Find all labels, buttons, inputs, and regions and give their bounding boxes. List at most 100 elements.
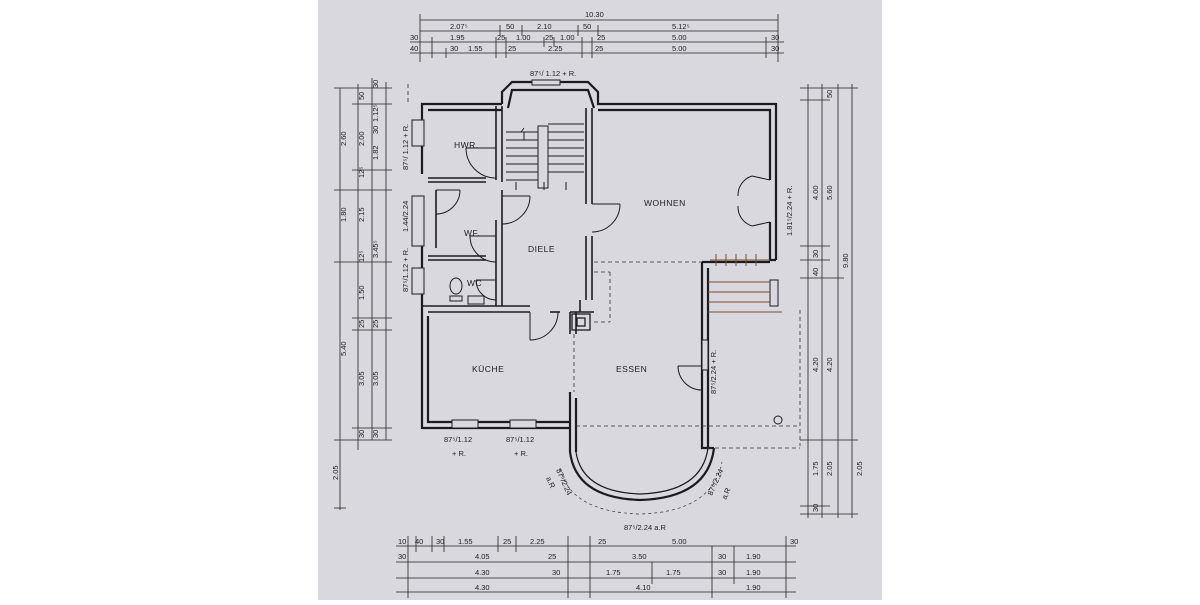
dim-top: 2.25	[548, 44, 563, 53]
dim-top: 1.95	[450, 33, 465, 42]
room-label-hwr: HWR.	[454, 140, 479, 150]
dim-bottom: 30	[718, 552, 726, 561]
dim-right: 30	[811, 504, 820, 512]
dim-left: 3.05	[371, 371, 380, 386]
dim-bottom: 4.10	[636, 583, 651, 592]
room-label-wohnen: WOHNEN	[644, 198, 686, 208]
dim-left: 3.05	[357, 371, 366, 386]
dim-top: 40	[410, 44, 418, 53]
dim-left: 30	[371, 80, 380, 88]
dim-top: 2.10	[537, 22, 552, 31]
dim-left: 30	[371, 430, 380, 438]
dim-left: 1.50	[357, 285, 366, 300]
dim-bottom: 30	[436, 537, 444, 546]
windows	[411, 79, 779, 429]
window-label-bay-left-b: a.R	[544, 475, 557, 490]
room-label-diele: DIELE	[528, 244, 555, 254]
chimney	[571, 313, 591, 331]
dim-left: 5.40	[339, 341, 348, 356]
dim-bottom: 1.75	[606, 568, 621, 577]
dim-bottom: 30	[718, 568, 726, 577]
dim-top: 25	[597, 33, 605, 42]
dim-right: 4.20	[825, 357, 834, 372]
dim-bottom: 4.30	[475, 583, 490, 592]
window-label-stair: 87⁵/ 1.12 + R.	[530, 69, 576, 78]
dim-right: 30	[811, 250, 820, 258]
dim-left: 30	[371, 126, 380, 134]
dim-left: 2.05	[331, 465, 340, 480]
dim-right: 50	[825, 90, 834, 98]
dashed-outlines	[407, 84, 801, 449]
dim-right: 2.05	[825, 461, 834, 476]
dim-right: 4.20	[811, 357, 820, 372]
dim-top: 25	[595, 44, 603, 53]
dim-left: 3.45⁵	[371, 240, 380, 258]
dim-top: 25	[508, 44, 516, 53]
dim-right: 9.80	[841, 253, 850, 268]
dim-top: 5.00	[672, 44, 687, 53]
dim-top: 1.55	[468, 44, 483, 53]
dim-left: 30	[357, 430, 366, 438]
staircase	[506, 123, 584, 190]
dim-right: 2.05	[855, 461, 864, 476]
dim-top: 50	[583, 22, 591, 31]
dim-top: 30	[771, 44, 779, 53]
dim-top: 1.00	[560, 33, 575, 42]
bottom-dimension-texts: 10 40 30 1.55 25 2.25 25 5.00 30 30 4.05…	[398, 537, 798, 592]
dim-top-total: 10.30	[585, 10, 604, 19]
dim-left: 1.12⁵	[371, 104, 380, 122]
dim-bottom: 30	[398, 552, 406, 561]
dim-bottom: 3.50	[632, 552, 647, 561]
window-label-hwr: 87⁵/ 1.12 + R.	[401, 124, 410, 170]
window-label-wc: 87⁵/1.12 + R.	[401, 248, 410, 292]
dim-top: 50	[506, 22, 514, 31]
dim-top: 30	[450, 44, 458, 53]
dim-bottom: 10	[398, 537, 406, 546]
top-dimension-chain	[410, 14, 784, 62]
window-label-bay-bottom: 87⁵/2.24 a.R	[624, 523, 666, 532]
window-label-essen: 87⁵/2.24 + R.	[709, 350, 718, 394]
interior-walls	[422, 106, 594, 334]
floor-plan: 10.30 2.07⁵ 50 2.10 50 5.12⁵ 30 1.95 25 …	[331, 10, 864, 598]
room-label-wc: WC	[467, 278, 482, 288]
room-labels: HWR. WF. WC DIELE WOHNEN KÜCHE ESSEN	[454, 140, 686, 374]
terrace-steps	[708, 254, 782, 313]
dim-right: 40	[811, 268, 820, 276]
right-dimension-texts: 50 4.00 30 40 4.20 1.75 30 5.60 4.20 2.0…	[811, 90, 864, 512]
dim-left: 50	[357, 92, 366, 100]
left-dimension-texts: 2.60 1.80 5.40 2.05 50 2.00 12⁵ 2.15 12⁵…	[331, 80, 380, 480]
dim-bottom: 30	[552, 568, 560, 577]
dim-left: 1.80	[339, 207, 348, 222]
dim-bottom: 1.55	[458, 537, 473, 546]
dim-left: 1.82	[371, 145, 380, 160]
window-label-wf: 1.44/2.24	[401, 201, 410, 232]
dim-bottom: 25	[548, 552, 556, 561]
dim-right: 1.75	[811, 461, 820, 476]
window-label-wohnen: 1.81⁵/2.24 + R.	[785, 186, 794, 236]
paper-sheet: 10.30 2.07⁵ 50 2.10 50 5.12⁵ 30 1.95 25 …	[318, 0, 882, 600]
dim-top: 25	[545, 33, 553, 42]
dim-left: 2.00	[357, 131, 366, 146]
dim-bottom: 40	[415, 537, 423, 546]
dim-left: 12⁵	[357, 167, 366, 178]
wc-fixtures	[449, 277, 485, 305]
dim-bottom: 25	[598, 537, 606, 546]
top-dimension-texts: 10.30 2.07⁵ 50 2.10 50 5.12⁵ 30 1.95 25 …	[410, 10, 779, 53]
dim-top: 5.00	[672, 33, 687, 42]
room-label-essen: ESSEN	[616, 364, 647, 374]
dim-bottom: 25	[503, 537, 511, 546]
dim-top: 2.07⁵	[450, 22, 468, 31]
dim-bottom: 1.75	[666, 568, 681, 577]
dim-left: 2.15	[357, 207, 366, 222]
dim-left: 25	[357, 320, 366, 328]
dim-right: 4.00	[811, 185, 820, 200]
window-label-bay-right-b: a.R	[720, 486, 733, 501]
dim-right: 5.60	[825, 185, 834, 200]
dim-left: 2.60	[339, 131, 348, 146]
sink-icon	[467, 295, 485, 305]
toilet-icon	[449, 277, 463, 295]
dim-bottom: 1.90	[746, 568, 761, 577]
dim-bottom: 1.90	[746, 552, 761, 561]
left-dimension-chain	[334, 78, 392, 510]
dim-bottom: 2.25	[530, 537, 545, 546]
